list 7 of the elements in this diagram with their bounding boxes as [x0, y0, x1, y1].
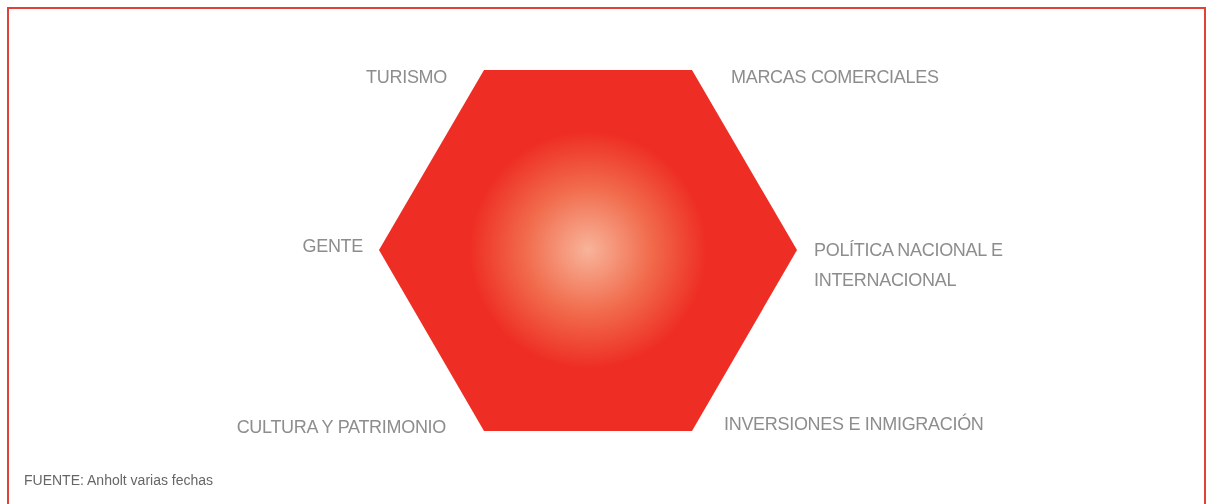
source-caption: FUENTE: Anholt varias fechas	[24, 472, 214, 488]
vertex-label: INVERSIONES E INMIGRACIÓN	[724, 412, 984, 436]
vertex-label: TURISMO	[366, 66, 447, 89]
vertex-label: MARCAS COMERCIALES	[731, 66, 939, 89]
vertex-label: GENTE	[302, 235, 363, 258]
vertex-label: CULTURA Y PATRIMONIO	[236, 416, 446, 439]
vertex-label: POLÍTICA NACIONAL E INTERNACIONAL	[814, 239, 1004, 292]
